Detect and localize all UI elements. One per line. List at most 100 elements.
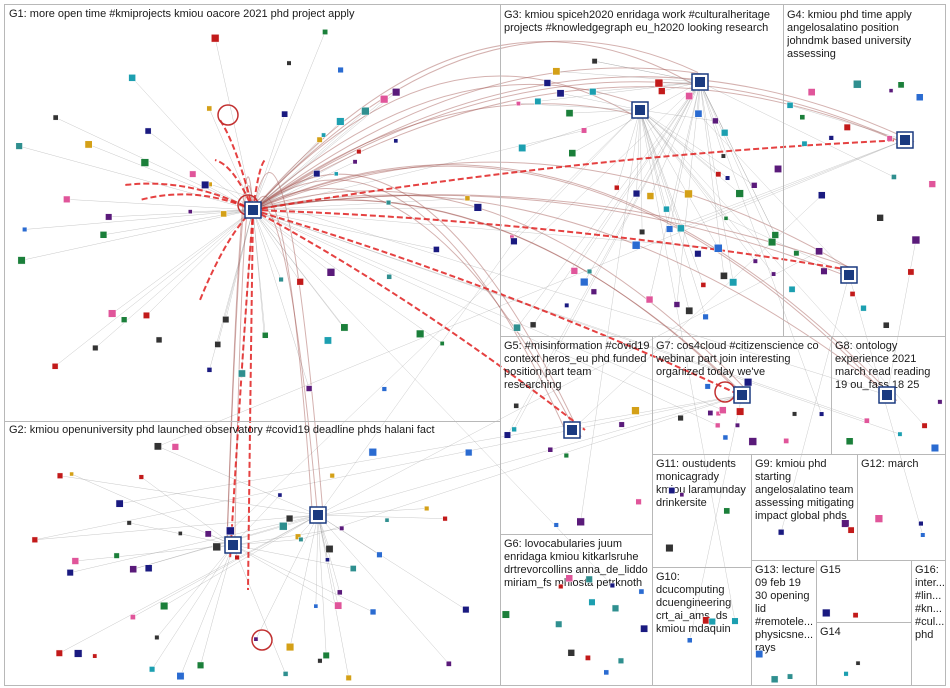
graph-node [819,411,825,417]
graph-node [618,421,625,428]
edge [636,109,641,194]
graph-node [130,614,136,620]
edge [252,209,332,273]
edge [639,109,727,219]
edge [59,514,319,654]
graph-node [635,498,642,505]
graph-node [154,634,160,640]
graph-node [92,344,99,352]
graph-node [677,414,684,422]
graph-node [126,520,132,526]
graph-node [843,671,849,677]
graph-node [238,369,246,378]
curved-edge [252,173,582,438]
edge [132,514,319,618]
graph-node [196,661,205,669]
graph-node [326,268,336,277]
edge [317,514,349,678]
graph-node [345,674,352,681]
graph-node [847,526,855,534]
edge [317,251,820,516]
edge [639,109,682,229]
edge [252,114,285,211]
graph-node [296,278,304,286]
edge [252,209,443,344]
edge [252,134,324,211]
group-label-g13: G13: lecture 09 feb 19 30 opening lid #r… [755,564,815,654]
hub-node-core [900,135,910,145]
curved-edge [252,172,325,524]
graph-node [874,514,884,523]
graph-node [576,517,585,526]
graph-node [171,443,179,451]
graph-node [325,557,330,563]
graph-node [553,522,559,528]
edge [639,109,719,249]
edge [70,514,319,573]
graph-node [787,673,793,680]
highlight-edge [247,209,254,591]
edge [639,109,736,622]
graph-node [313,170,321,178]
edge [560,93,641,111]
graph-node [464,195,471,202]
graph-node [305,385,313,392]
graph-node [818,191,826,199]
group-label-g2: G2: kmiou openuniversity phd launched ob… [9,424,435,436]
graph-node [113,552,120,559]
graph-node [639,228,646,235]
graph-node [92,653,98,659]
curved-edge [252,67,706,211]
edge [157,139,906,447]
edge [156,544,234,638]
graph-node [340,323,349,332]
graph-node [860,305,867,312]
curved-edge [252,194,845,276]
graph-node [799,114,806,121]
edge [699,81,776,236]
graph-node [792,411,798,417]
graph-node [15,142,23,150]
graph-node [176,672,185,681]
group-label-g5: G5: #misinformation #covid19 context her… [504,340,650,391]
edge [232,544,374,613]
curved-edge [252,165,878,387]
graph-node [702,313,709,320]
graph-node [56,472,64,479]
graph-node [140,158,150,167]
edge [19,145,254,211]
edge [513,109,641,242]
graph-node [381,386,387,392]
highlight-edge [252,209,586,431]
self-loop [217,104,239,126]
graph-node [222,316,230,324]
graph-node [609,582,615,589]
graph-node [886,135,893,142]
edge [650,81,701,197]
graph-node [337,66,344,74]
edge [131,77,254,211]
edge [214,38,254,211]
edge [232,539,301,546]
graph-node [556,89,565,98]
edge [511,109,641,238]
curved-edge [252,161,852,270]
graph-node [17,256,26,265]
graph-node [603,669,610,676]
graph-node [433,246,440,253]
graph-node [518,143,527,152]
edge [680,139,906,229]
graph-node [226,526,235,536]
graph-node [201,180,210,189]
graph-node [356,149,362,155]
graph-node [614,184,620,191]
graph-node [720,272,728,280]
graph-node [723,216,729,221]
highlight-edge [252,159,266,211]
edge [699,81,773,243]
edge [252,209,282,280]
highlight-edge [199,209,254,301]
edge [789,105,906,141]
graph-node [212,542,221,552]
